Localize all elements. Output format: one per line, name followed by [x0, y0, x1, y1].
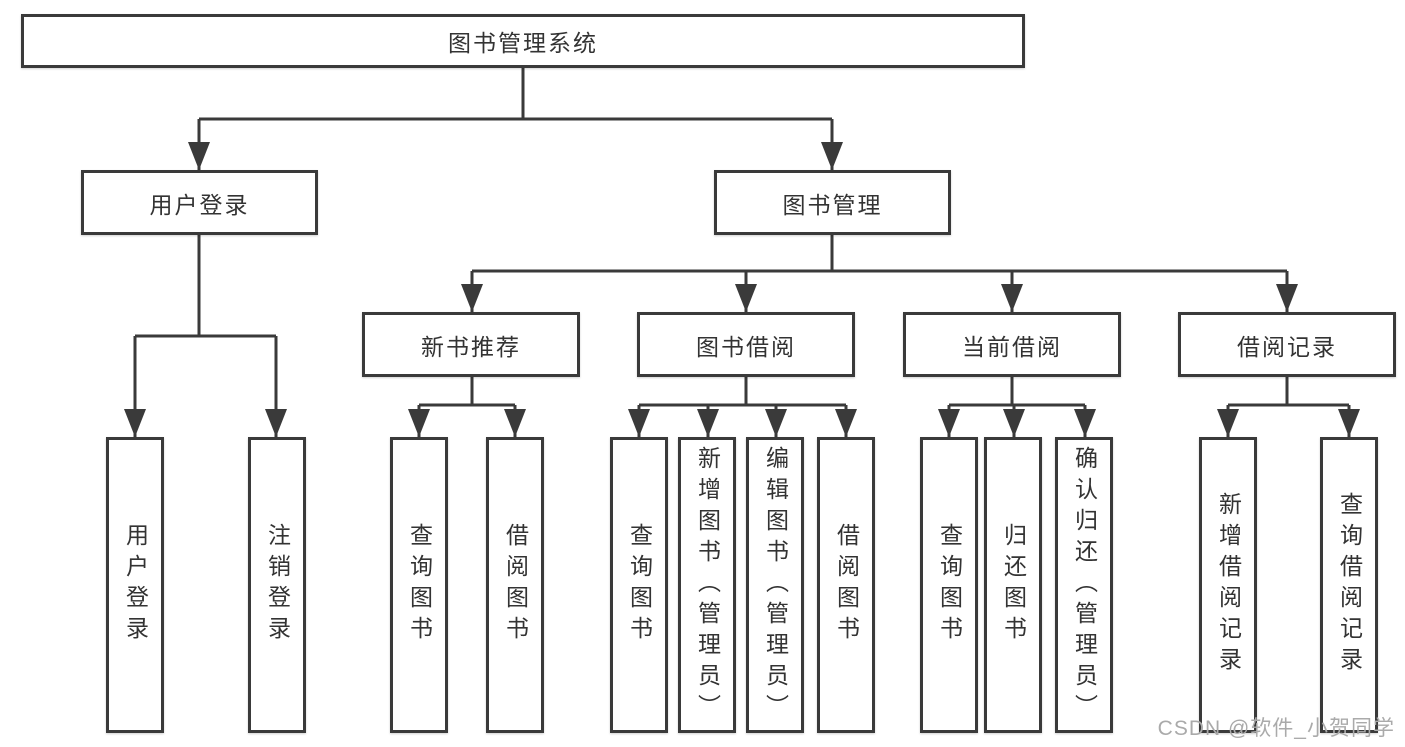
leaf-user-login: 用户登录: [106, 437, 164, 733]
node-label: 确认归还（管理员）: [1071, 445, 1098, 725]
node-label: 用户登录: [122, 523, 149, 647]
node-label: 归还图书: [1000, 523, 1027, 647]
node-label: 借阅图书: [502, 523, 529, 647]
arrowhead: [1276, 284, 1298, 312]
leaf-confirm-return-admin: 确认归还（管理员）: [1055, 437, 1113, 733]
arrowhead: [628, 409, 650, 437]
node-label: 图书管理系统: [448, 30, 598, 56]
node-borrow-records: 借阅记录: [1178, 312, 1396, 377]
leaf-query-borrow-record: 查询借阅记录: [1320, 437, 1378, 733]
arrowhead: [835, 409, 857, 437]
node-label: 用户登录: [149, 191, 250, 218]
node-book-management: 图书管理: [714, 170, 951, 235]
node-label: 查询图书: [626, 523, 653, 647]
node-label: 新增图书（管理员）: [694, 445, 721, 725]
node-label: 注销登录: [264, 523, 291, 647]
node-label: 查询图书: [406, 523, 433, 647]
node-label: 图书借阅: [696, 333, 796, 360]
arrowhead: [265, 409, 287, 437]
arrowhead: [188, 142, 210, 170]
node-label: 图书管理: [782, 191, 883, 218]
arrowhead: [1338, 409, 1360, 437]
arrowhead: [821, 142, 843, 170]
arrowhead: [1003, 409, 1025, 437]
arrowhead: [124, 409, 146, 437]
csdn-watermark: CSDN @软件_小贺同学: [1157, 717, 1395, 740]
leaf-query-books-1: 查询图书: [390, 437, 448, 733]
node-label: 查询图书: [936, 523, 963, 647]
node-user-login: 用户登录: [81, 170, 318, 235]
arrowhead: [504, 409, 526, 437]
leaf-logout: 注销登录: [248, 437, 306, 733]
node-book-borrow: 图书借阅: [637, 312, 855, 377]
leaf-query-books-2: 查询图书: [610, 437, 668, 733]
node-label: 借阅记录: [1237, 333, 1337, 360]
leaf-query-books-3: 查询图书: [920, 437, 978, 733]
node-current-borrow: 当前借阅: [903, 312, 1121, 377]
arrowhead: [1217, 409, 1239, 437]
leaf-return-books: 归还图书: [984, 437, 1042, 733]
arrowheads: [124, 142, 1360, 437]
arrowhead: [408, 409, 430, 437]
arrowhead: [1074, 409, 1096, 437]
leaf-add-books-admin: 新增图书（管理员）: [678, 437, 736, 733]
arrowhead: [1001, 284, 1023, 312]
arrowhead: [461, 284, 483, 312]
node-label: 查询借阅记录: [1336, 492, 1363, 678]
node-label: 编辑图书（管理员）: [762, 445, 789, 725]
leaf-borrow-books-1: 借阅图书: [486, 437, 544, 733]
node-label: 新增借阅记录: [1215, 492, 1242, 678]
arrowhead: [697, 409, 719, 437]
node-new-book-recommend: 新书推荐: [362, 312, 580, 377]
arrowhead: [938, 409, 960, 437]
leaf-edit-books-admin: 编辑图书（管理员）: [746, 437, 804, 733]
arrowhead: [735, 284, 757, 312]
node-label: 当前借阅: [962, 333, 1062, 360]
node-library-system: 图书管理系统: [21, 14, 1025, 68]
node-label: 新书推荐: [421, 333, 521, 360]
leaf-add-borrow-record: 新增借阅记录: [1199, 437, 1257, 733]
leaf-borrow-books-2: 借阅图书: [817, 437, 875, 733]
node-label: 借阅图书: [833, 523, 860, 647]
arrowhead: [765, 409, 787, 437]
